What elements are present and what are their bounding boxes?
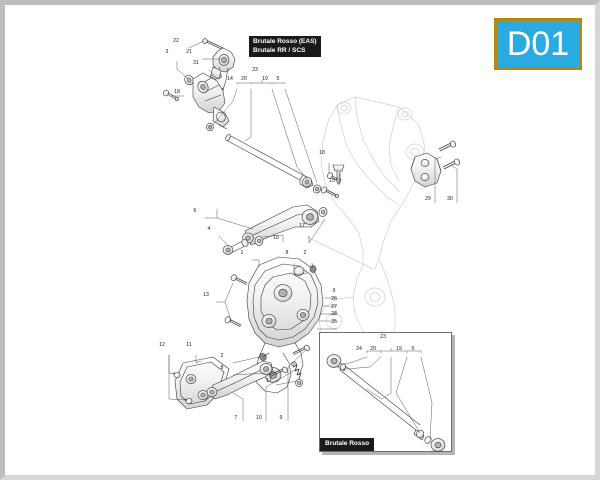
rod-end-4	[222, 239, 249, 255]
caption-top-variant: Brutale Rosso (EAS) Brutale RR / SCS	[249, 36, 321, 57]
callout-8: 8	[220, 365, 224, 371]
callout-23: 23	[380, 334, 386, 340]
callout-20: 20	[370, 346, 376, 352]
caption-top-line2: Brutale RR / SCS	[253, 46, 306, 54]
callout-26: 26	[331, 296, 337, 302]
brake-pedal	[206, 360, 274, 400]
bolt-13-upper	[230, 274, 248, 285]
master-cylinder	[192, 66, 230, 130]
callout-18: 18	[174, 89, 180, 95]
callout-19: 19	[262, 76, 268, 82]
callout-25: 25	[331, 319, 337, 325]
callout-23: 23	[252, 67, 258, 73]
push-rod-main	[225, 134, 314, 189]
callout-9: 9	[279, 415, 283, 421]
washer-16	[254, 236, 264, 246]
callout-8: 8	[285, 250, 289, 256]
callout-3: 3	[165, 49, 169, 55]
callout-11: 11	[186, 342, 192, 348]
callout-7: 7	[234, 415, 238, 421]
washer-17-lower	[295, 378, 303, 388]
callout-14: 14	[227, 76, 233, 82]
bolt-8-lower	[268, 366, 288, 377]
callout-12: 12	[159, 342, 165, 348]
right-bracket	[410, 152, 442, 188]
lever-arm	[202, 38, 236, 93]
bolt-9-lower	[292, 344, 310, 355]
callout-22: 22	[173, 38, 179, 44]
callout-18: 18	[319, 150, 325, 156]
bolt-18-top	[162, 89, 180, 102]
bolt-30	[442, 158, 461, 170]
callout-28: 28	[331, 311, 337, 317]
callout-17: 17	[266, 378, 272, 384]
callout-6: 6	[193, 208, 197, 214]
callout-16: 16	[273, 235, 279, 241]
bolt-12-lower	[184, 398, 193, 404]
callout-5: 5	[276, 76, 280, 82]
caption-top-line1: Brutale Rosso (EAS)	[253, 38, 317, 45]
washer-17-top	[318, 207, 328, 217]
callout-4: 4	[207, 226, 211, 232]
section-badge: D01	[494, 18, 582, 70]
callout-13: 13	[203, 292, 209, 298]
bolt-13-lower	[224, 316, 242, 327]
ring-19	[312, 184, 322, 194]
bolt-15	[332, 164, 345, 185]
leader-lines	[168, 40, 458, 422]
callout-1: 1	[240, 250, 244, 256]
callout-29: 29	[425, 196, 431, 202]
callout-5: 5	[411, 346, 415, 352]
inset-illustration	[326, 347, 446, 452]
callout-21: 21	[186, 49, 192, 55]
callout-2: 2	[303, 250, 307, 256]
nut-20-top	[206, 122, 214, 132]
callout-2: 2	[220, 353, 224, 359]
callout-17: 17	[299, 223, 305, 229]
callout-19: 19	[396, 346, 402, 352]
callout-27: 27	[331, 304, 337, 310]
bolt-29	[438, 140, 457, 152]
footpeg-bracket	[246, 256, 324, 394]
caption-inset-variant: Brutale Rosso	[320, 438, 375, 451]
linkage-arm	[242, 204, 320, 246]
callout-30: 30	[447, 196, 453, 202]
callout-31: 31	[193, 60, 199, 66]
spring-10	[291, 361, 302, 380]
caption-inset-line1: Brutale Rosso	[325, 440, 370, 447]
pin-2-lower	[259, 352, 270, 361]
callout-9: 9	[332, 288, 336, 294]
callout-20: 20	[241, 76, 247, 82]
bolt-5-top	[320, 186, 339, 199]
parts-illustration	[162, 38, 461, 422]
callout-15: 15	[329, 178, 335, 184]
bolt-12-upper	[172, 372, 181, 378]
callout-24: 24	[356, 346, 362, 352]
section-badge-label: D01	[506, 25, 570, 63]
callout-10: 10	[256, 415, 262, 421]
inset-panel	[319, 332, 452, 452]
